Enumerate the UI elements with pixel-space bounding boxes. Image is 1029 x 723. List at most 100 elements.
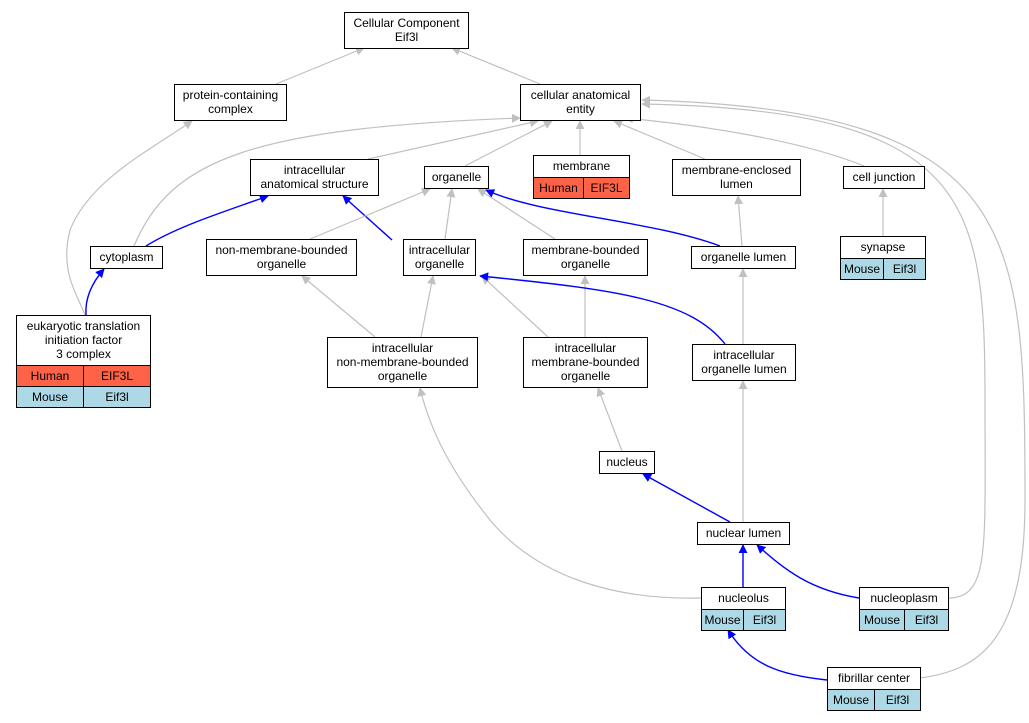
node-cytoplasm[interactable]: cytoplasm — [90, 246, 163, 269]
node-nucleus[interactable]: nucleus — [599, 451, 655, 474]
gene-label: EIF3L — [590, 181, 622, 195]
edge-intracellular-anatomical-structure-to-cellular-anatomical-entity — [367, 118, 539, 160]
gene-cell — [743, 609, 786, 631]
species-label: Mouse — [32, 390, 68, 404]
edge-intracellular-mb-organelle-to-intracellular-organelle — [481, 275, 549, 338]
node-box — [424, 166, 489, 189]
node-label: protein-containing — [183, 88, 278, 102]
node-label: initiation factor — [45, 333, 122, 347]
node-label: nucleoplasm — [870, 591, 937, 605]
node-label: 3 complex — [56, 347, 111, 361]
node-label: nucleus — [606, 455, 647, 469]
edge-eif3-complex-to-protein-complex — [66, 120, 193, 316]
node-box — [16, 315, 151, 366]
edge-cellular-anatomical-entity-to-root — [451, 46, 541, 85]
species-label: Human — [31, 369, 70, 383]
node-label: cellular anatomical — [531, 88, 630, 102]
edge-nucleus-to-intracellular-mb-organelle — [596, 387, 623, 452]
node-nuclear-lumen[interactable]: nuclear lumen — [697, 522, 790, 545]
node-box — [523, 239, 648, 276]
node-label: entity — [566, 102, 595, 116]
node-box — [206, 239, 357, 276]
gene-label: Eif3l — [886, 693, 909, 707]
node-box — [599, 451, 655, 474]
node-box — [520, 84, 641, 121]
node-label: membrane-bounded — [531, 355, 639, 369]
node-box — [692, 344, 796, 381]
species-label: Mouse — [864, 613, 900, 627]
node-box — [672, 159, 801, 196]
node-box — [691, 246, 796, 269]
edge-organelle-lumen-to-membrane-enclosed-lumen — [734, 195, 744, 247]
edge-fibrillar-center-to-cellular-anatomical-entity — [641, 95, 1026, 679]
gene-label: Eif3l — [893, 262, 916, 276]
gene-cell — [904, 609, 949, 631]
node-label: membrane — [553, 159, 611, 173]
edge-intracellular-nmb-organelle-to-non-membrane-bounded-organelle — [301, 275, 376, 338]
gene-cell — [583, 177, 630, 199]
node-label: nucleolus — [718, 591, 769, 605]
node-label: organelle lumen — [701, 362, 786, 376]
edge-cell-junction-to-cellular-anatomical-entity — [624, 114, 865, 167]
node-intracellular-nmb-organelle[interactable]: intracellularnon-membrane-boundedorganel… — [327, 337, 478, 388]
node-label: anatomical structure — [260, 177, 368, 191]
gene-label: Eif3l — [753, 613, 776, 627]
node-label: Eif3l — [395, 30, 418, 44]
edge-cytoplasm-to-intracellular-anatomical-structure — [145, 194, 269, 247]
node-box — [523, 337, 648, 388]
gene-cell — [883, 258, 926, 280]
node-box — [327, 337, 478, 388]
node-label: cytoplasm — [99, 250, 153, 264]
node-box — [174, 84, 287, 121]
node-cell-junction[interactable]: cell junction — [843, 166, 925, 189]
node-label: intracellular — [372, 341, 433, 355]
edge-cytoplasm-to-cellular-anatomical-entity — [133, 113, 521, 247]
edge-intracellular-nmb-organelle-to-intracellular-organelle — [420, 275, 436, 338]
gene-cell — [874, 689, 921, 711]
node-organelle-lumen[interactable]: organelle lumen — [691, 246, 796, 269]
edge-organelle-to-cellular-anatomical-entity — [464, 120, 553, 167]
node-label: eukaryotic translation — [27, 319, 140, 333]
gene-label: Eif3l — [105, 390, 128, 404]
node-box — [843, 166, 925, 189]
edge-eif3-complex-to-cytoplasm — [85, 268, 105, 316]
node-label: organelle — [432, 170, 482, 184]
species-label: Mouse — [844, 262, 880, 276]
node-label: intracellular — [713, 348, 774, 362]
node-label: complex — [208, 102, 253, 116]
node-box — [403, 239, 476, 276]
node-label: organelle — [561, 257, 611, 271]
edge-layer — [66, 46, 1026, 681]
gene-cell — [83, 386, 151, 408]
edge-protein-complex-to-root — [275, 46, 365, 85]
node-organelle[interactable]: organelle — [424, 166, 489, 189]
edge-membrane-enclosed-lumen-to-cellular-anatomical-entity — [613, 119, 706, 160]
node-label: lumen — [720, 177, 753, 191]
edge-intracellular-organelle-to-organelle — [444, 188, 456, 240]
edge-nuclear-lumen-to-nucleus — [642, 473, 731, 523]
edge-intracellular-organelle-to-intracellular-anatomical-structure — [342, 195, 393, 241]
edge-fibrillar-center-to-nucleolus — [727, 629, 828, 681]
edge-intracellular-organelle-lumen-to-intracellular-organelle — [479, 272, 726, 345]
node-label: nuclear lumen — [706, 526, 781, 540]
edge-nucleolus-to-intracellular-nmb-organelle — [417, 387, 702, 599]
edge-non-membrane-bounded-organelle-to-organelle — [309, 187, 431, 240]
